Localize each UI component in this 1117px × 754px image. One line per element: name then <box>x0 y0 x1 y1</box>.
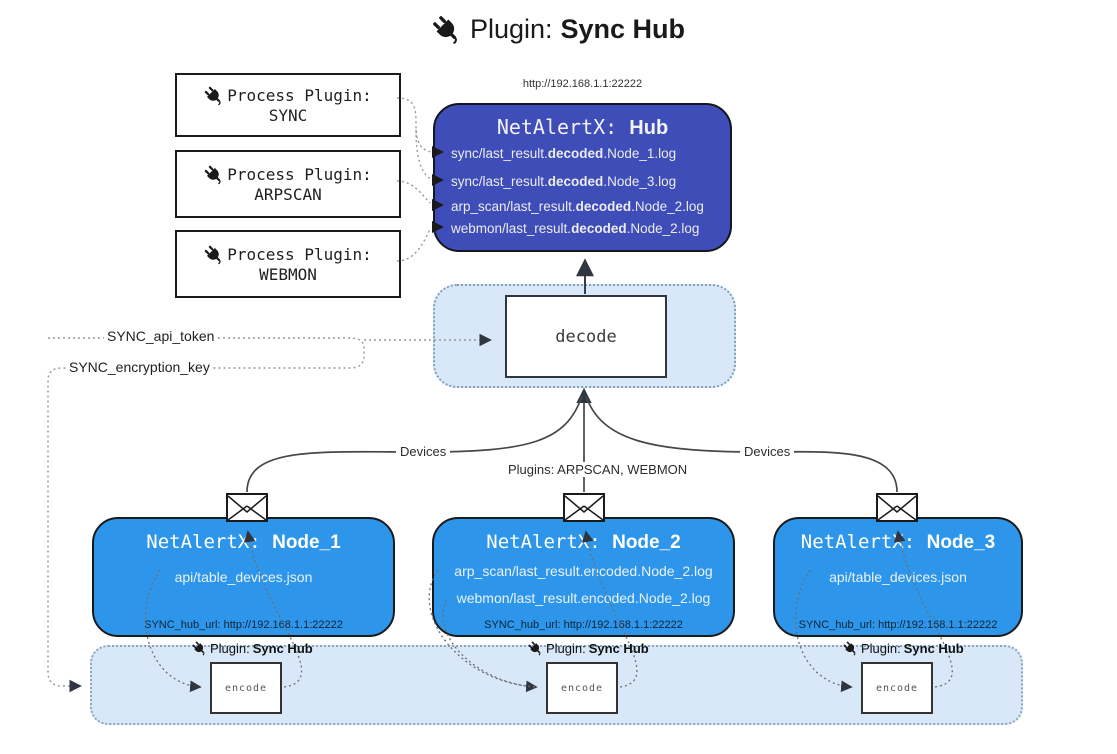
page-title: Plugin: Sync Hub <box>0 14 1117 45</box>
plug-icon <box>192 641 207 656</box>
plug-icon <box>432 15 462 45</box>
node-title: NetAlertX: Node_2 <box>486 531 681 553</box>
plugins-edge-label: Plugins: ARPSCAN, WEBMON <box>504 462 692 477</box>
node-file: webmon/last_result.encoded.Node_2.log <box>456 590 711 606</box>
process-plugin-webmon: Process Plugin: WEBMON <box>175 230 401 298</box>
node-title: NetAlertX: Node_3 <box>800 531 996 553</box>
hub-title-name: Hub <box>629 117 669 139</box>
node-hub-url: SYNC_hub_url: http://192.168.1.1:22222 <box>798 619 998 631</box>
process-plugin-label: Process Plugin: <box>227 245 372 264</box>
plugin-to-hub-edges <box>396 97 432 262</box>
node-title: NetAlertX: Node_1 <box>146 531 341 553</box>
plug-icon <box>204 165 224 185</box>
plug-icon <box>843 641 858 656</box>
hub-log-file: sync/last_result.decoded.Node_1.log <box>451 146 677 161</box>
devices-label-right: Devices <box>740 444 795 459</box>
sync-api-token-label: SYNC_api_token <box>104 328 218 344</box>
encode-box: encode <box>210 662 282 714</box>
process-plugin-arpscan: Process Plugin: ARPSCAN <box>175 150 401 218</box>
hub-log-file: webmon/last_result.decoded.Node_2.log <box>451 221 700 236</box>
encoder-plugin-label: Plugin: Sync Hub <box>843 641 964 656</box>
node-file: api/table_devices.json <box>829 569 967 585</box>
process-plugin-sync: Process Plugin: SYNC <box>175 73 401 137</box>
node-file: api/table_devices.json <box>174 569 313 585</box>
process-plugin-name: SYNC <box>268 105 308 125</box>
decode-box: decode <box>505 295 667 378</box>
sync-encryption-key-label: SYNC_encryption_key <box>66 359 213 375</box>
encode-box: encode <box>861 662 933 714</box>
hub-url: http://192.168.1.1:22222 <box>522 78 643 90</box>
devices-label-left: Devices <box>396 444 451 459</box>
hub-box: NetAlertX: Hub sync/last_result.decoded.… <box>433 103 732 252</box>
hub-title-prefix: NetAlertX: <box>496 115 618 139</box>
page-title-name: Sync Hub <box>560 14 686 44</box>
plug-icon <box>528 641 543 656</box>
node-file: arp_scan/last_result.encoded.Node_2.log <box>454 563 713 579</box>
process-plugin-label: Process Plugin: <box>227 165 372 184</box>
node-3-box: NetAlertX: Node_3 api/table_devices.json… <box>773 517 1023 637</box>
node-2-box: NetAlertX: Node_2 arp_scan/last_result.e… <box>432 517 735 637</box>
process-plugin-name: ARPSCAN <box>254 184 322 204</box>
encoder-plugin-label: Plugin: Sync Hub <box>192 641 313 656</box>
node-hub-url: SYNC_hub_url: http://192.168.1.1:22222 <box>144 619 343 631</box>
node-1-box: NetAlertX: Node_1 api/table_devices.json… <box>92 517 395 637</box>
page-title-prefix: Plugin: <box>469 14 553 44</box>
encode-box: encode <box>546 662 618 714</box>
hub-log-file: arp_scan/last_result.decoded.Node_2.log <box>451 199 704 214</box>
hub-title: NetAlertX: Hub <box>435 115 730 140</box>
plug-icon <box>204 86 224 106</box>
process-plugin-name: WEBMON <box>259 264 317 284</box>
encoder-plugin-label: Plugin: Sync Hub <box>528 641 649 656</box>
plug-icon <box>204 245 224 265</box>
hub-log-file: sync/last_result.decoded.Node_3.log <box>451 174 677 189</box>
node-hub-url: SYNC_hub_url: http://192.168.1.1:22222 <box>484 619 683 631</box>
process-plugin-label: Process Plugin: <box>227 86 372 105</box>
